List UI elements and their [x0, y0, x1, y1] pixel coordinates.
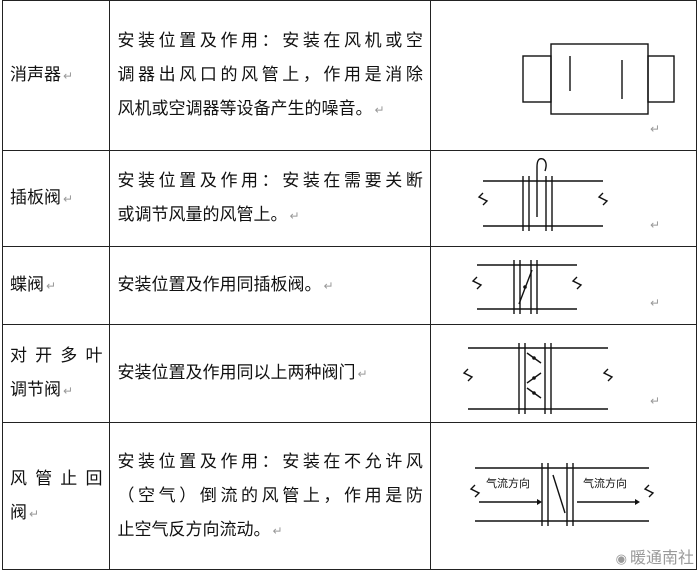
- description-line: 止空气反方向流动。↵: [117, 519, 283, 540]
- description-cell: 安装位置及作用：安装在风机或空 调器出风口的风管上，作用是消除 风机或空调器等设…: [109, 0, 431, 151]
- table-row: 消声器↵ 安装位置及作用：安装在风机或空 调器出风口的风管上，作用是消除 风机或…: [1, 0, 698, 151]
- description-cell: 安装位置及作用同插板阀。↵: [109, 246, 431, 325]
- item-name: 对开多叶: [10, 346, 103, 366]
- silencer-symbol-icon: [522, 43, 675, 115]
- diagram-cell: ↵: [429, 150, 698, 247]
- item-name-cell: 风管止回 阀↵: [1, 422, 111, 570]
- item-name-cell: 对开多叶 调节阀↵: [1, 324, 111, 423]
- paragraph-mark: ↵: [63, 69, 74, 83]
- item-name: 蝶阀: [10, 275, 44, 295]
- table-row: 风管止回 阀↵ 安装位置及作用：安装在不允许风 （空气）倒流的风管上，作用是防 …: [1, 422, 698, 570]
- table-row: 插板阀↵ 安装位置及作用：安装在需要关断 或调节风量的风管上。↵: [1, 150, 698, 247]
- table-row: 对开多叶 调节阀↵ 安装位置及作用同以上两种阀门↵: [1, 324, 698, 423]
- multi-blade-damper-symbol-icon: [462, 343, 614, 414]
- gate-valve-symbol-icon: [477, 157, 609, 231]
- description-line: 风机或空调器等设备产生的噪音。↵: [117, 99, 385, 119]
- description-line: 安装位置及作用同以上两种阀门↵: [117, 363, 368, 383]
- description-cell: 安装位置及作用：安装在不允许风 （空气）倒流的风管上，作用是防 止空气反方向流动…: [109, 422, 431, 570]
- butterfly-valve-symbol-icon: [471, 260, 583, 314]
- description-line: （空气）倒流的风管上，作用是防: [117, 485, 423, 506]
- description-line: 调器出风口的风管上，作用是消除: [117, 65, 423, 85]
- table-row: 蝶阀↵ 安装位置及作用同插板阀。↵ ↵: [1, 246, 698, 325]
- description-line: 安装位置及作用同插板阀。↵: [117, 275, 334, 295]
- item-name-cell: 插板阀↵: [1, 150, 111, 247]
- diagram-cell: ↵: [429, 0, 698, 151]
- description-line: 安装位置及作用：安装在风机或空: [117, 31, 423, 51]
- watermark: ◉暖通南社: [615, 548, 694, 567]
- diagram-cell: 气流方向 气流方向: [429, 422, 698, 570]
- item-name: 阀↵: [10, 502, 40, 523]
- description-line: 安装位置及作用：安装在不允许风: [117, 451, 423, 472]
- item-name-cell: 蝶阀↵: [1, 246, 111, 325]
- description-cell: 安装位置及作用同以上两种阀门↵: [109, 324, 431, 423]
- item-name: 插板阀: [10, 188, 61, 208]
- item-name: 消声器: [10, 65, 61, 85]
- description-line: 或调节风量的风管上。↵: [117, 205, 300, 225]
- diagram-cell: ↵: [429, 324, 698, 423]
- item-name: 风管止回: [10, 468, 103, 489]
- paragraph-mark: ↵: [649, 122, 660, 136]
- item-name: 调节阀↵: [10, 380, 74, 400]
- check-valve-symbol-icon: 气流方向 气流方向: [469, 463, 655, 526]
- description-cell: 安装位置及作用：安装在需要关断 或调节风量的风管上。↵: [109, 150, 431, 247]
- description-line: 安装位置及作用：安装在需要关断: [117, 171, 423, 191]
- weibo-icon: ◉: [615, 552, 627, 567]
- diagram-cell: ↵: [429, 246, 698, 325]
- item-name-cell: 消声器↵: [1, 0, 111, 151]
- airflow-direction-label: 气流方向: [486, 476, 530, 490]
- airflow-direction-label: 气流方向: [583, 476, 627, 490]
